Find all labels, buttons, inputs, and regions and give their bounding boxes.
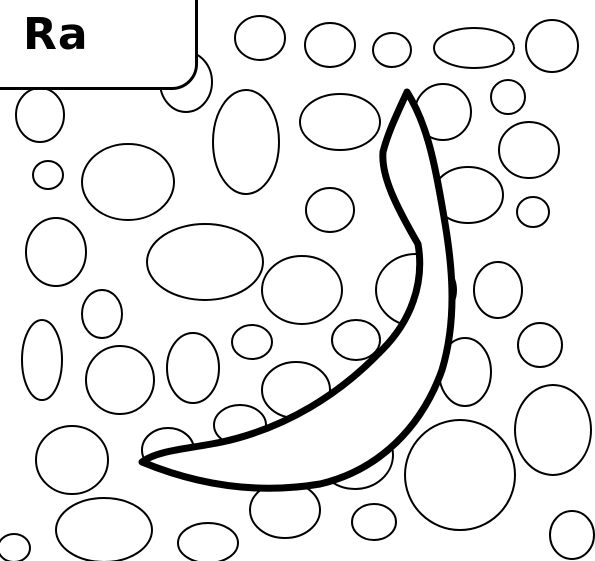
pebble — [32, 160, 64, 190]
pebble — [261, 255, 343, 325]
pebble — [231, 324, 273, 360]
pebble — [81, 289, 123, 339]
pebble — [146, 223, 264, 301]
pebble — [517, 322, 563, 368]
pebble — [331, 319, 381, 361]
pebble — [234, 15, 286, 61]
pebble — [25, 217, 87, 287]
pebble — [372, 32, 412, 68]
pebble — [55, 497, 153, 561]
pebble — [516, 196, 550, 228]
pebble — [473, 261, 523, 319]
pebble — [177, 522, 239, 561]
pebble — [81, 143, 175, 221]
letter-name-label: Ra — [23, 9, 89, 60]
pebble — [525, 19, 579, 73]
pebble — [490, 79, 526, 115]
pebble — [299, 93, 381, 151]
pebble — [212, 89, 280, 195]
pebble — [351, 503, 397, 541]
pebble — [514, 384, 592, 476]
pebble — [21, 319, 63, 401]
pebble — [0, 533, 31, 561]
pebble — [35, 425, 109, 495]
pebble — [404, 419, 516, 531]
pebble — [433, 27, 515, 69]
pebble — [85, 345, 155, 415]
pebble — [166, 332, 220, 404]
pebble — [549, 510, 595, 560]
letter-label-box: Ra — [0, 0, 198, 90]
pebble — [498, 121, 560, 179]
pebble — [305, 187, 355, 233]
arabic-letter-ra-outline — [138, 88, 456, 492]
pebble — [15, 87, 65, 143]
pebble — [304, 22, 356, 68]
